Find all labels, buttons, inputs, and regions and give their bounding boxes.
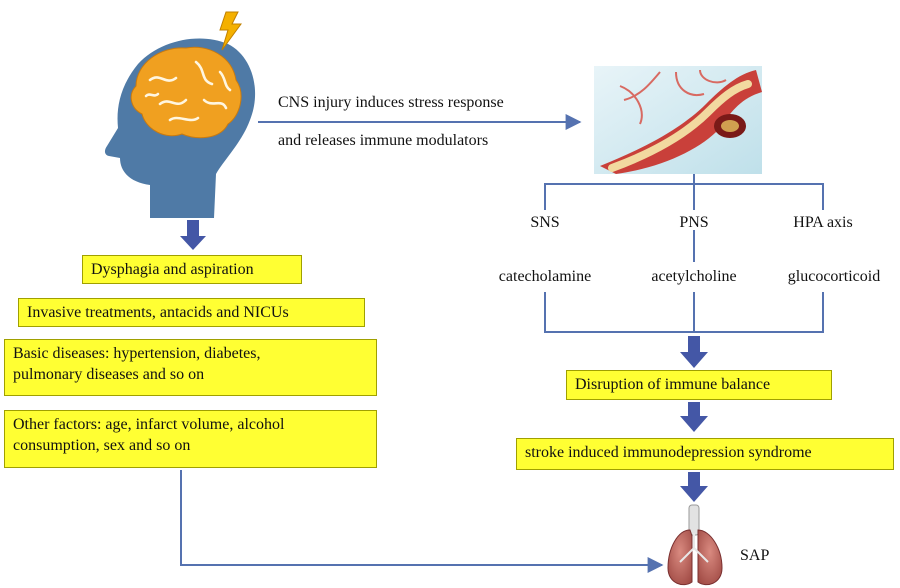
lightning-icon xyxy=(219,11,242,51)
artery-plaque-icon xyxy=(594,66,762,174)
block-arrows xyxy=(180,220,708,502)
basic-diseases-line-1: Basic diseases: hypertension, diabetes, xyxy=(13,345,261,362)
stress-response-line-1: CNS injury induces stress response xyxy=(278,94,504,111)
down-arrow-to-sap xyxy=(680,472,708,502)
mediator-glucocorticoid: glucocorticoid xyxy=(773,267,895,287)
stress-response-line-2: and releases immune modulators xyxy=(278,132,489,149)
lungs-icon xyxy=(667,504,723,586)
other-factors-line-2: consumption, sex and so on xyxy=(13,437,191,454)
pathway-sns-label: SNS xyxy=(530,214,560,231)
down-arrow-head-to-dysphagia xyxy=(180,220,206,250)
sids-text: stroke induced immunodepression syndrome xyxy=(525,444,812,461)
mediator-acetylcholine: acetylcholine xyxy=(634,267,754,287)
basic-diseases-line-2: pulmonary diseases and so on xyxy=(13,366,205,383)
other-factors-box: Other factors: age, infarct volume, alco… xyxy=(4,410,377,468)
invasive-treatments-box: Invasive treatments, antacids and NICUs xyxy=(18,298,365,327)
mediator-catecholamine: catecholamine xyxy=(480,267,610,287)
dysphagia-text: Dysphagia and aspiration xyxy=(91,261,254,278)
pathway-pns-label: PNS xyxy=(679,214,709,231)
sids-box: stroke induced immunodepression syndrome xyxy=(516,438,894,470)
down-arrow-to-sids xyxy=(680,402,708,432)
immune-disruption-text: Disruption of immune balance xyxy=(575,376,771,393)
other-factors-line-1: Other factors: age, infarct volume, alco… xyxy=(13,416,285,433)
down-arrow-to-disruption xyxy=(680,336,708,368)
basic-diseases-box: Basic diseases: hypertension, diabetes, … xyxy=(4,339,377,396)
immune-disruption-box: Disruption of immune balance xyxy=(566,370,832,400)
dysphagia-box: Dysphagia and aspiration xyxy=(82,255,302,284)
pathway-connectors xyxy=(180,174,824,573)
sap-label: SAP xyxy=(740,547,770,564)
head-with-brain-icon xyxy=(104,38,256,219)
pathway-hpa-label: HPA axis xyxy=(793,214,853,231)
invasive-treatments-text: Invasive treatments, antacids and NICUs xyxy=(27,304,289,321)
